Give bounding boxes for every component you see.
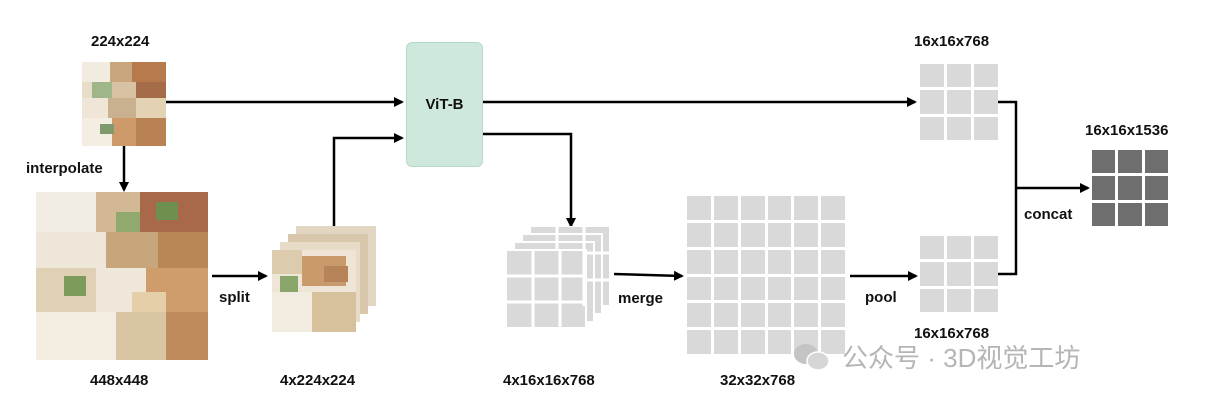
arrow-merge — [613, 270, 684, 281]
concat-output-label: 16x16x1536 — [1085, 122, 1169, 139]
split-crops-stack — [272, 226, 376, 332]
pool-label: pool — [865, 289, 897, 306]
watermark-text: 公众号 · 3D视觉工坊 — [842, 343, 1081, 373]
top-feature-grid — [920, 64, 998, 140]
top-feature-label: 16x16x768 — [914, 33, 990, 50]
vit-encoder-block: ViT-B — [406, 42, 483, 167]
input-size-label: 224x224 — [91, 33, 150, 50]
patch-feature-stack — [506, 226, 611, 329]
wechat-icon — [794, 344, 830, 371]
split-size-label: 4x224x224 — [280, 372, 356, 389]
arrow-crops-to-vit — [332, 133, 404, 228]
input-image-224 — [82, 62, 166, 146]
interpolate-label: interpolate — [26, 160, 103, 177]
split-label: split — [219, 289, 250, 306]
vit-label: ViT-B — [425, 96, 464, 113]
concat-output-grid — [1092, 150, 1168, 226]
patch-features-label: 4x16x16x768 — [503, 372, 595, 389]
merged-features-label: 32x32x768 — [720, 372, 796, 389]
merged-feature-grid — [687, 196, 845, 354]
arrow-vit-to-patch-features — [482, 132, 576, 228]
concat-bracket — [998, 100, 1018, 276]
bottom-feature-label: 16x16x768 — [914, 325, 990, 342]
concat-label: concat — [1024, 206, 1073, 223]
interpolated-size-label: 448x448 — [90, 372, 149, 389]
interpolated-image-448 — [36, 192, 208, 360]
merge-label: merge — [618, 290, 664, 307]
pooled-feature-grid — [920, 236, 998, 312]
